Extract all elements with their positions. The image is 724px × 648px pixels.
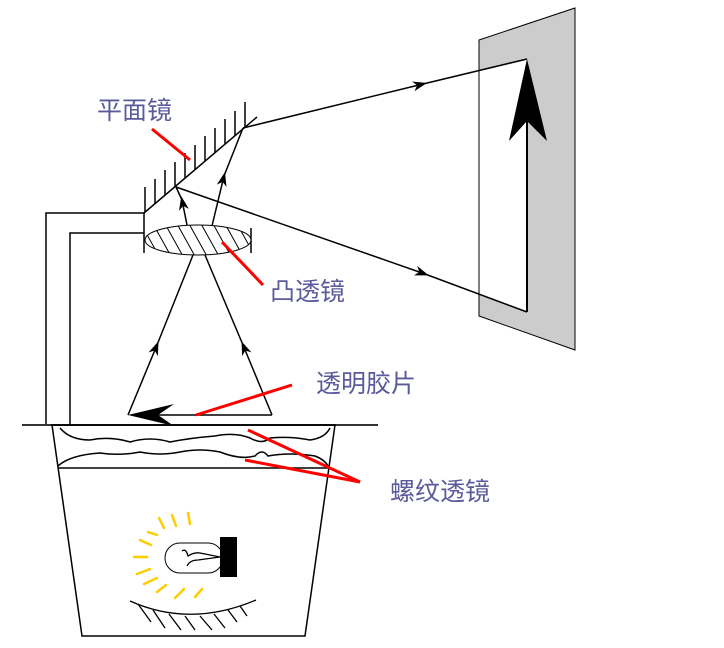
label-plane-mirror: 平面镜 xyxy=(97,96,173,125)
convex-lens xyxy=(144,224,252,256)
film-object-arrow xyxy=(128,404,272,426)
pointer-convex-lens xyxy=(220,240,265,287)
lamp-light-rays xyxy=(132,511,204,600)
reflector xyxy=(129,599,257,631)
label-transparency-film: 透明胶片 xyxy=(316,369,417,398)
label-pointers xyxy=(151,127,361,484)
lamp-bulb xyxy=(164,537,237,577)
pointer-fresnel-2 xyxy=(244,458,361,484)
pointer-plane-mirror xyxy=(151,127,191,162)
projector-base xyxy=(51,424,336,637)
label-convex-lens: 凸透镜 xyxy=(270,277,346,306)
label-fresnel-lens: 螺纹透镜 xyxy=(390,477,491,506)
pointer-film xyxy=(195,383,293,417)
projected-image-arrow xyxy=(509,59,547,312)
plane-mirror xyxy=(143,102,258,214)
pointer-fresnel-1 xyxy=(247,428,361,484)
